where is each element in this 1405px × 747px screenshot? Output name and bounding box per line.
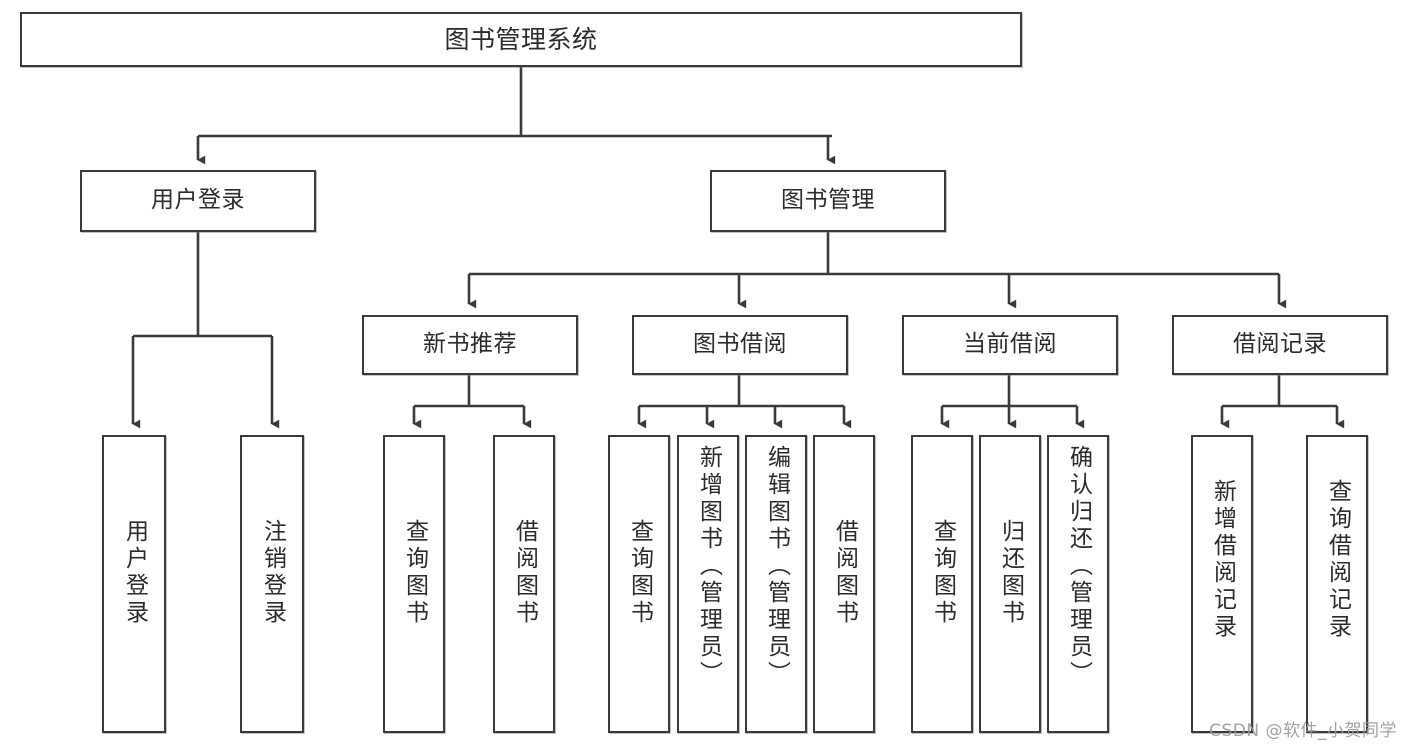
- node-label: 图书管理: [781, 187, 875, 214]
- node-label: 借阅图书: [511, 519, 538, 627]
- node-label: 查询图书: [929, 519, 956, 627]
- node-label: 用户登录: [151, 187, 245, 214]
- node-label: 编辑图书（管理员）: [763, 445, 790, 688]
- node-label: 借阅记录: [1233, 331, 1327, 358]
- watermark-text: CSDN @软件_小贺同学: [1209, 721, 1397, 741]
- node-leaf-borrow-book-2[interactable]: 借阅图书: [813, 435, 875, 733]
- node-leaf-confirm-return[interactable]: 确认归还（管理员）: [1047, 435, 1109, 733]
- node-label: 查询图书: [401, 519, 428, 627]
- node-leaf-query-book-2[interactable]: 查询图书: [608, 435, 670, 733]
- node-user-login[interactable]: 用户登录: [80, 170, 316, 232]
- node-label: 图书借阅: [693, 331, 787, 358]
- node-label: 新增图书（管理员）: [695, 445, 722, 688]
- node-leaf-add-record[interactable]: 新增借阅记录: [1191, 435, 1253, 733]
- node-leaf-borrow-book-1[interactable]: 借阅图书: [493, 435, 555, 733]
- node-borrow-record[interactable]: 借阅记录: [1172, 315, 1388, 375]
- node-new-book-recommend[interactable]: 新书推荐: [362, 315, 578, 375]
- node-leaf-user-login[interactable]: 用户登录: [102, 435, 166, 733]
- node-label: 查询图书: [626, 519, 653, 627]
- node-leaf-query-book-3[interactable]: 查询图书: [911, 435, 973, 733]
- node-label: 用户登录: [121, 519, 148, 627]
- node-leaf-add-book[interactable]: 新增图书（管理员）: [677, 435, 739, 733]
- node-label: 图书管理系统: [444, 24, 598, 54]
- node-label: 注销登录: [259, 519, 286, 627]
- node-label: 新增借阅记录: [1209, 479, 1236, 641]
- node-book-borrow[interactable]: 图书借阅: [632, 315, 848, 375]
- node-current-borrow[interactable]: 当前借阅: [902, 315, 1118, 375]
- node-label: 确认归还（管理员）: [1065, 445, 1092, 688]
- node-leaf-logout-login[interactable]: 注销登录: [240, 435, 304, 733]
- node-root-system[interactable]: 图书管理系统: [20, 12, 1022, 67]
- node-leaf-query-record[interactable]: 查询借阅记录: [1306, 435, 1368, 733]
- node-label: 归还图书: [997, 519, 1024, 627]
- node-leaf-edit-book[interactable]: 编辑图书（管理员）: [745, 435, 807, 733]
- node-leaf-query-book-1[interactable]: 查询图书: [383, 435, 445, 733]
- node-label: 当前借阅: [963, 331, 1057, 358]
- node-book-management[interactable]: 图书管理: [710, 170, 946, 232]
- node-label: 查询借阅记录: [1324, 479, 1351, 641]
- node-label: 借阅图书: [831, 519, 858, 627]
- node-leaf-return-book[interactable]: 归还图书: [979, 435, 1041, 733]
- node-label: 新书推荐: [423, 331, 517, 358]
